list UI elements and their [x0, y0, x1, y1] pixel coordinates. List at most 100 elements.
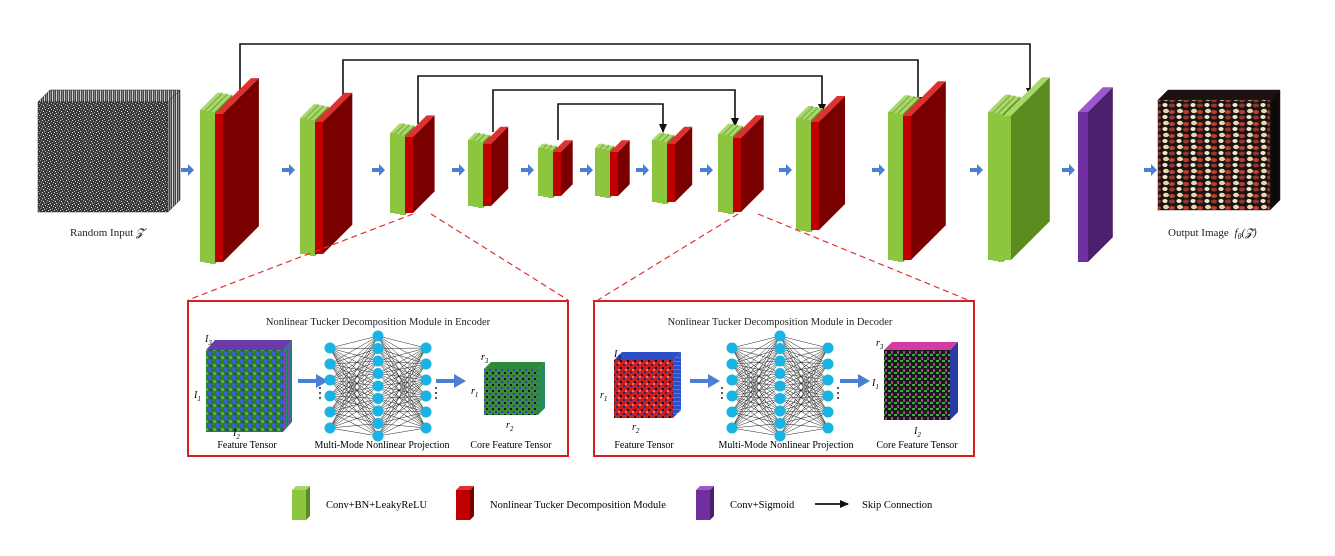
net-node — [420, 406, 432, 418]
forward-arrow-12 — [1062, 164, 1075, 176]
decoder-right-caption: Core Feature Tensor — [876, 440, 958, 451]
network-blocks — [200, 77, 1113, 264]
layer-block-12 — [1078, 87, 1113, 262]
forward-arrow-7 — [636, 164, 649, 176]
legend-conv-sigmoid-label: Conv+Sigmoid — [730, 500, 795, 511]
encoder-core-tensor — [484, 362, 545, 415]
encoder-core-dim-top: r3 — [481, 352, 489, 365]
layer-block-6 — [595, 140, 630, 198]
net-node — [372, 380, 384, 392]
tucker-slab — [215, 78, 259, 262]
tucker-slab — [553, 140, 573, 196]
forward-arrow-5 — [521, 164, 534, 176]
encoder-dim-side: I1 — [193, 390, 201, 403]
net-node — [372, 393, 384, 404]
output-image-cube — [1157, 89, 1281, 211]
encoder-arrow-in — [298, 374, 328, 388]
legend-conv-bn-swatch — [292, 486, 310, 520]
net-node — [324, 406, 336, 418]
encoder-mid-caption: Multi-Mode Nonlinear Projection — [315, 440, 450, 451]
net-node — [372, 368, 384, 379]
net-node — [774, 368, 786, 379]
net-node — [324, 422, 336, 434]
skip-connection-3 — [417, 75, 826, 124]
encoder-module: Nonlinear Tucker Decomposition Module in… — [187, 300, 569, 457]
net-node — [774, 405, 786, 417]
decoder-core-tensor — [884, 342, 958, 420]
skip-connection-1 — [239, 43, 1034, 108]
forward-arrow-6 — [580, 164, 593, 176]
decoder-arrow-out — [840, 374, 870, 388]
encoder-left-caption: Feature Tensor — [217, 440, 277, 451]
decoder-mid-caption: Multi-Mode Nonlinear Projection — [719, 440, 854, 451]
decoder-neural-net — [721, 330, 839, 442]
net-node — [726, 342, 738, 354]
encoder-neural-net — [319, 330, 437, 442]
net-node — [420, 342, 432, 354]
net-node — [420, 422, 432, 434]
net-node — [324, 358, 336, 370]
legend-tucker-swatch — [456, 486, 474, 520]
net-node — [372, 418, 384, 429]
legend-tucker-label: Nonlinear Tucker Decomposition Module — [490, 500, 666, 511]
net-node — [774, 355, 786, 367]
decoder-core-dim-bottom: I2 — [913, 426, 921, 439]
net-node — [726, 422, 738, 434]
forward-arrow-13 — [1144, 164, 1157, 176]
forward-arrow-4 — [452, 164, 465, 176]
net-node — [726, 406, 738, 418]
net-node — [372, 343, 384, 354]
net-node — [372, 405, 384, 417]
net-node — [420, 374, 432, 386]
net-node — [726, 390, 738, 402]
decoder-arrow-in — [690, 374, 720, 388]
layer-block-9 — [796, 96, 845, 232]
forward-arrow-9 — [779, 164, 792, 176]
conv-sigmoid-slab — [1078, 87, 1113, 262]
layer-block-8 — [718, 115, 764, 214]
layer-block-11 — [988, 77, 1050, 262]
net-node — [324, 374, 336, 386]
forward-arrow-1 — [181, 164, 194, 176]
tucker-slab — [811, 96, 845, 230]
net-node — [420, 390, 432, 402]
tucker-slab — [733, 115, 764, 212]
encoder-feature-tensor — [206, 340, 292, 432]
net-node — [822, 358, 834, 370]
decoder-feature-tensor — [614, 352, 681, 418]
tucker-slab — [405, 115, 435, 213]
net-connections — [731, 335, 829, 437]
decoder-module: Nonlinear Tucker Decomposition Module in… — [593, 300, 975, 457]
net-node — [774, 343, 786, 354]
forward-arrow-11 — [970, 164, 983, 176]
zoom-lines — [187, 213, 969, 301]
legend-conv-sigmoid-swatch — [696, 486, 714, 520]
legend: Conv+BN+LeakyReLU Nonlinear Tucker Decom… — [292, 486, 933, 520]
skip-connection-4 — [492, 89, 739, 132]
decoder-dim-bottom: r2 — [632, 422, 640, 435]
decoder-left-caption: Feature Tensor — [614, 440, 674, 451]
decoder-core-dim-top: r3 — [876, 338, 884, 351]
random-input-cube — [37, 89, 181, 213]
layer-block-1 — [200, 78, 259, 264]
decoder-dim-top: I3 — [613, 349, 621, 362]
layer-block-7 — [652, 126, 693, 204]
decoder-core-dim-side: I1 — [871, 378, 879, 391]
layer-block-2 — [300, 92, 353, 256]
forward-arrow-10 — [872, 164, 885, 176]
layer-block-10 — [888, 81, 946, 262]
skip-connection-5 — [557, 103, 667, 140]
net-node — [372, 355, 384, 367]
encoder-arrow-out — [436, 374, 466, 388]
net-node — [774, 380, 786, 392]
forward-arrow-3 — [372, 164, 385, 176]
input-label: Random Input 𝓩 — [70, 227, 147, 239]
encoder-dim-top: I3 — [204, 334, 212, 347]
forward-arrows — [181, 164, 1157, 176]
decoder-dim-side: r1 — [600, 390, 607, 403]
net-node — [372, 430, 384, 442]
forward-arrow-8 — [700, 164, 713, 176]
tucker-slab — [667, 126, 693, 202]
net-node — [372, 330, 384, 342]
